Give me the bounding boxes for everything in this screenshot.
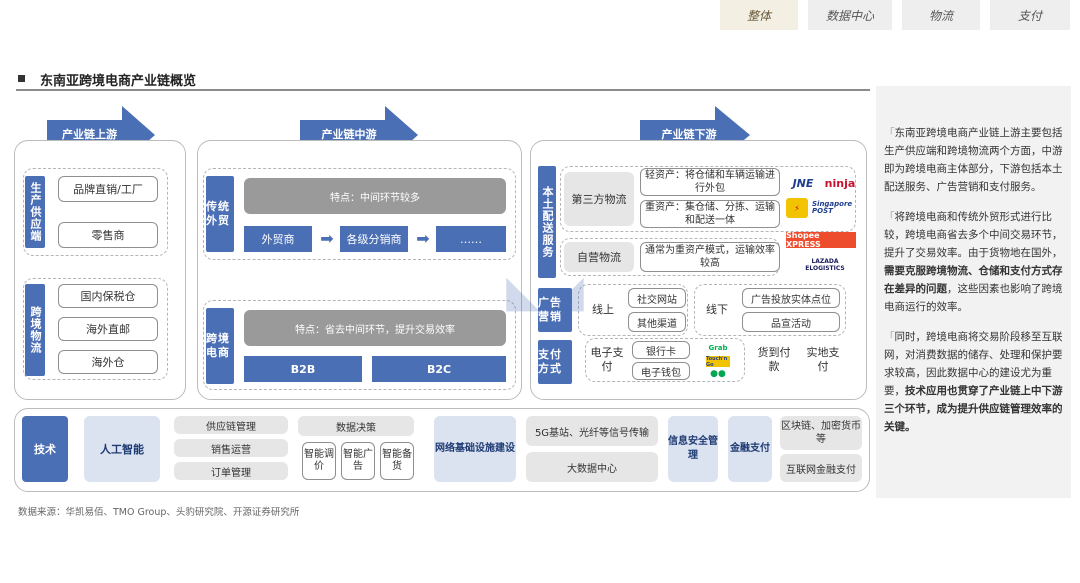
ninja-logo-icon: ninja [824, 176, 856, 190]
watermark-logo: ◣◢ [506, 265, 594, 317]
info-security-box: 信息安全管理 [668, 416, 718, 482]
chain-arrow-icon: ➡ [320, 228, 334, 248]
finance-item: 区块链、加密货币等 [780, 416, 862, 450]
decision-item: 智能调价 [302, 442, 336, 480]
payment-method-label: 支付方式 [538, 340, 572, 384]
cross-border-ecom-label: 跨境电商 [206, 308, 234, 384]
downstream-arrow-label: 产业链下游 [661, 127, 717, 141]
network-item: 大数据中心 [526, 452, 658, 482]
online-group [578, 284, 688, 336]
data-decision-box: 数据决策 [298, 416, 414, 436]
ecom-feature-text: 特点：省去中间环节，提升 [295, 324, 415, 336]
tab-data-center[interactable]: 数据中心 [808, 0, 892, 30]
traditional-trade-label: 传统外贸 [206, 176, 234, 252]
heavy-asset-desc: 重资产：集仓储、分拣、运输和配送一体 [640, 200, 780, 228]
decision-item: 智能广告 [341, 442, 375, 480]
supply-item: 零售商 [58, 222, 158, 248]
ecom-feature-text-end: 交易效率 [415, 324, 455, 336]
touch-n-go-logo-icon: Touch'n Go [706, 356, 730, 368]
traditional-feature: 特点：中间环节较多 [244, 178, 506, 214]
summary-text: 东南亚跨境电商产业链上游主要包括生产供应端和跨境物流两个方面，中游即为跨境电商主… [884, 127, 1063, 193]
summary-emphasis: 需要克服跨境物流、仓储和支付方式存在差异的问题 [884, 265, 1063, 295]
chain-step: 各级分销商 [340, 226, 408, 252]
tech-label: 技术 [22, 416, 68, 482]
traditional-trade-group [203, 168, 516, 260]
title-bullet [18, 75, 25, 82]
online-label: 线上 [592, 302, 614, 316]
logistics-item: 海外直邮 [58, 317, 158, 341]
shopee-xpress-logo-icon: Shopee XPRESS [786, 231, 856, 249]
singapore-post-logo-icon: Singapore POST [812, 200, 853, 215]
e-payment-channel: 电子钱包 [632, 362, 690, 380]
cash-on-delivery: 货到付款 [757, 345, 791, 373]
summary-paragraph: 「同时，跨境电商将交易阶段移至互联网，对消费数据的储存、处理和保护要求较高，因此… [884, 328, 1063, 436]
network-infra-box: 网络基础设施建设 [434, 416, 516, 482]
self-run-desc: 通常为重资产模式，运输效率较高 [640, 242, 780, 272]
third-party-group [560, 166, 856, 232]
supply-group [23, 168, 168, 256]
jne-logo-icon: JNE [792, 176, 814, 190]
logistics-item: 国内保税仓 [58, 284, 158, 308]
quote-mark-icon: 「 [884, 211, 895, 223]
ai-box: 人工智能 [84, 416, 160, 482]
network-item: 5G基站、光纤等信号传输 [526, 416, 658, 446]
summary-text: 将跨境电商和传统外贸形式进行比较，跨境电商省去多个中间交易环节，提升了交易效率。… [884, 211, 1063, 259]
ecom-feature: 特点：省去中间环节，提升交易效率 [244, 310, 506, 346]
in-store-payment: 实地支付 [806, 345, 840, 373]
ai-item: 订单管理 [174, 462, 288, 480]
light-asset-desc: 轻资产：将仓储和车辆运输进行外包 [640, 168, 780, 196]
summary-emphasis: 技术应用也贯穿了产业链上中下游三个环节，成为提升供应链管理效率的关键。 [884, 385, 1063, 433]
summary-paragraph: 「东南亚跨境电商产业链上游主要包括生产供应端和跨境物流两个方面，中游即为跨境电商… [884, 124, 1063, 196]
summary-text: ，这些因素也影响了跨境电商运行的效率。 [884, 283, 1063, 313]
chain-arrow-icon: ➡ [416, 228, 430, 248]
tab-logistics[interactable]: 物流 [902, 0, 980, 30]
quote-mark-icon: 「 [884, 331, 895, 343]
tab-payment[interactable]: 支付 [990, 0, 1070, 30]
lazada-logo-icon: LAZADA ELOGISTICS [805, 257, 845, 272]
online-channel: 社交网站 [628, 288, 686, 308]
e-payment-group [585, 338, 745, 382]
summary-sidebar: 「东南亚跨境电商产业链上游主要包括生产供应端和跨境物流两个方面，中游即为跨境电商… [876, 86, 1071, 498]
ai-item: 供应链管理 [174, 416, 288, 434]
wallet-logo-icon: ●● [710, 369, 726, 379]
e-payment-channel: 银行卡 [632, 341, 690, 359]
b2b-box: B2B [244, 356, 362, 382]
quote-mark-icon: 「 [884, 127, 895, 139]
ad-marketing-label: 广告营销 [538, 288, 572, 332]
offline-label: 线下 [706, 302, 728, 316]
midstream-arrow-label: 产业链中游 [321, 127, 377, 141]
offline-channel: 广告投放实体点位 [742, 288, 840, 308]
third-party-logistics: 第三方物流 [564, 172, 634, 226]
kurir-logo-icon: ⚡ [786, 198, 808, 218]
offline-channel: 品宣活动 [742, 312, 840, 332]
grab-logo-icon: Grab [708, 343, 728, 352]
summary-text: 同时，跨境电商将交易阶段移至互联网，对消费数据的储存、处理和保护要求较高，因此数… [884, 331, 1063, 397]
cross-border-ecom-group [203, 300, 516, 390]
finance-item: 互联网金融支付 [780, 454, 862, 482]
offline-group [694, 284, 846, 336]
supply-label: 生产供应端 [25, 176, 45, 248]
supply-item: 品牌直销/工厂 [58, 176, 158, 202]
ai-item: 销售运营 [174, 439, 288, 457]
online-channel: 其他渠道 [628, 312, 686, 332]
chain-step: …… [436, 226, 506, 252]
e-payment-label: 电子支付 [590, 345, 624, 373]
logistics-item: 海外仓 [58, 350, 158, 374]
page-title: 东南亚跨境电商产业链概览 [40, 74, 197, 89]
self-run-logistics: 自营物流 [564, 242, 634, 272]
finance-payment-box: 金融支付 [728, 416, 772, 482]
cross-border-logistics-label: 跨境物流 [25, 284, 45, 376]
logistics-group [23, 278, 168, 380]
decision-item: 智能备货 [380, 442, 414, 480]
local-delivery-label: 本土配送服务 [538, 166, 556, 278]
upstream-arrow-label: 产业链上游 [62, 127, 117, 141]
summary-paragraph: 「将跨境电商和传统外贸形式进行比较，跨境电商省去多个中间交易环节，提升了交易效率… [884, 208, 1063, 316]
data-source-note: 数据来源：华凯易佰、TMO Group、头豹研究院、开源证券研究所 [18, 507, 300, 518]
chain-step: 外贸商 [244, 226, 312, 252]
tab-overall[interactable]: 整体 [720, 0, 798, 30]
b2c-box: B2C [372, 356, 506, 382]
title-divider [16, 89, 870, 91]
